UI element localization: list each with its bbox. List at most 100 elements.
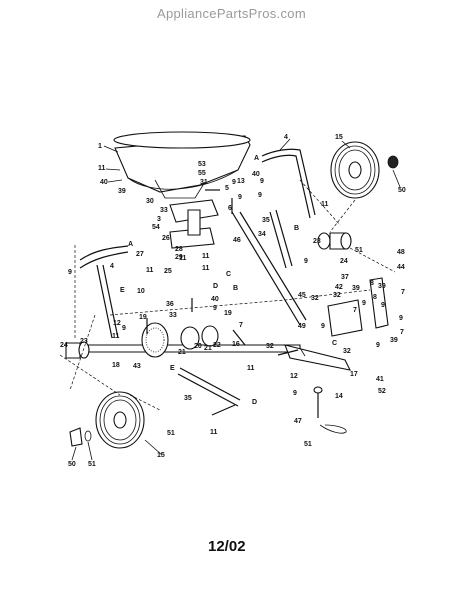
callout-28: 28 bbox=[175, 246, 183, 253]
callout-14: 14 bbox=[335, 393, 343, 400]
control-bracket bbox=[327, 277, 389, 337]
callout-11f: 11 bbox=[202, 253, 210, 260]
callout-42: 42 bbox=[335, 284, 343, 291]
callout-48: 48 bbox=[397, 249, 405, 256]
callout-19b: 19 bbox=[224, 310, 232, 317]
callout-9n: 9 bbox=[122, 325, 126, 332]
callout-9b: 9 bbox=[238, 194, 242, 201]
callout-50a: 50 bbox=[398, 187, 406, 194]
left-wheel bbox=[69, 391, 145, 449]
assembly-guide-lines bbox=[59, 179, 396, 411]
callout-9k: 9 bbox=[293, 390, 297, 397]
callout-9a: 9 bbox=[232, 179, 236, 186]
left-bushings bbox=[65, 341, 90, 359]
callout-33: 33 bbox=[160, 207, 168, 214]
callout-39: 39 bbox=[118, 188, 126, 195]
callout-9f: 9 bbox=[362, 300, 366, 307]
callout-51a: 51 bbox=[355, 247, 363, 254]
callout-32c: 32 bbox=[343, 348, 351, 355]
callout-23a: 23 bbox=[313, 238, 321, 245]
callout-9g: 9 bbox=[381, 302, 385, 309]
callout-41: 41 bbox=[376, 376, 384, 383]
callout-7a: 7 bbox=[401, 289, 405, 296]
callout-24b: 24 bbox=[340, 258, 348, 265]
control-rods bbox=[231, 209, 307, 326]
watermark: AppliancePartsPros.com bbox=[157, 6, 306, 21]
callout-35b: 35 bbox=[184, 395, 192, 402]
callout-A1: A bbox=[254, 155, 259, 162]
callout-45: 45 bbox=[298, 292, 306, 299]
callout-C1: C bbox=[226, 271, 231, 278]
lower-bracket bbox=[284, 344, 351, 371]
callout-E1: E bbox=[120, 287, 125, 294]
callout-39b: 39 bbox=[352, 285, 360, 292]
callout-40: 40 bbox=[100, 179, 108, 186]
callout-39d: 39 bbox=[390, 337, 398, 344]
callout-11e: 11 bbox=[179, 255, 187, 262]
callout-10: 10 bbox=[137, 288, 145, 295]
callout-11: 11 bbox=[98, 165, 106, 172]
callout-29: 29 bbox=[175, 254, 183, 261]
callout-11i: 11 bbox=[112, 333, 120, 340]
right-bushings bbox=[317, 232, 352, 250]
callout-6: 6 bbox=[228, 205, 232, 212]
callout-49: 49 bbox=[298, 323, 306, 330]
callout-39c: 39 bbox=[378, 283, 386, 290]
callout-32d: 32 bbox=[266, 343, 274, 350]
callout-C2: C bbox=[332, 340, 337, 347]
callout-25: 25 bbox=[164, 268, 172, 275]
callout-B2: B bbox=[233, 285, 238, 292]
leader-lines bbox=[71, 138, 401, 461]
callout-7d: 7 bbox=[239, 322, 243, 329]
callout-21a: 21 bbox=[178, 349, 186, 356]
callout-7b: 7 bbox=[353, 307, 357, 314]
callout-D1: D bbox=[213, 283, 218, 290]
callout-36: 36 bbox=[166, 301, 174, 308]
callout-50b: 50 bbox=[68, 461, 76, 468]
callouts: 1 11 40 39 53 55 31 30 33 3 54 26 28 29 … bbox=[60, 134, 406, 468]
callout-33b: 33 bbox=[169, 312, 177, 319]
callout-27: 27 bbox=[136, 251, 144, 258]
callout-51b: 51 bbox=[304, 441, 312, 448]
callout-A2: A bbox=[128, 241, 133, 248]
callout-11b: 11 bbox=[321, 201, 329, 208]
left-frame-tube bbox=[79, 245, 129, 339]
callout-17: 17 bbox=[350, 371, 358, 378]
callout-22: 22 bbox=[213, 342, 221, 349]
callout-35a: 35 bbox=[262, 217, 270, 224]
callout-31: 31 bbox=[200, 179, 208, 186]
support-leg bbox=[177, 367, 241, 407]
callout-47: 47 bbox=[294, 418, 302, 425]
callout-18: 18 bbox=[112, 362, 120, 369]
callout-9c: 9 bbox=[260, 178, 264, 185]
callout-30: 30 bbox=[146, 198, 154, 205]
callout-4b: 4 bbox=[110, 263, 114, 270]
callout-15a: 15 bbox=[335, 134, 343, 141]
callout-9h: 9 bbox=[399, 315, 403, 322]
callout-11c: 11 bbox=[247, 365, 255, 372]
hopper bbox=[113, 131, 251, 199]
callout-8a: 8 bbox=[370, 280, 374, 287]
callout-8b: 8 bbox=[373, 294, 377, 301]
callout-12b: 12 bbox=[113, 320, 121, 327]
callout-54: 54 bbox=[152, 224, 160, 231]
gate-plate bbox=[169, 199, 219, 249]
callout-52: 52 bbox=[378, 388, 386, 395]
callout-24a: 24 bbox=[60, 342, 68, 349]
right-wheel bbox=[330, 141, 399, 199]
callout-34: 34 bbox=[258, 231, 266, 238]
callout-11g: 11 bbox=[202, 265, 210, 272]
callout-26: 26 bbox=[162, 235, 170, 242]
callout-11h: 11 bbox=[146, 267, 154, 274]
callout-D2: D bbox=[252, 399, 257, 406]
callout-11d: 11 bbox=[210, 429, 218, 436]
callout-37: 37 bbox=[341, 274, 349, 281]
callout-20: 20 bbox=[194, 343, 202, 350]
callout-51c: 51 bbox=[167, 430, 175, 437]
callout-E2: E bbox=[170, 365, 175, 372]
callout-23b: 23 bbox=[80, 338, 88, 345]
right-frame-tube bbox=[261, 148, 316, 219]
callout-4a: 4 bbox=[284, 134, 288, 141]
callout-1: 1 bbox=[98, 143, 102, 150]
